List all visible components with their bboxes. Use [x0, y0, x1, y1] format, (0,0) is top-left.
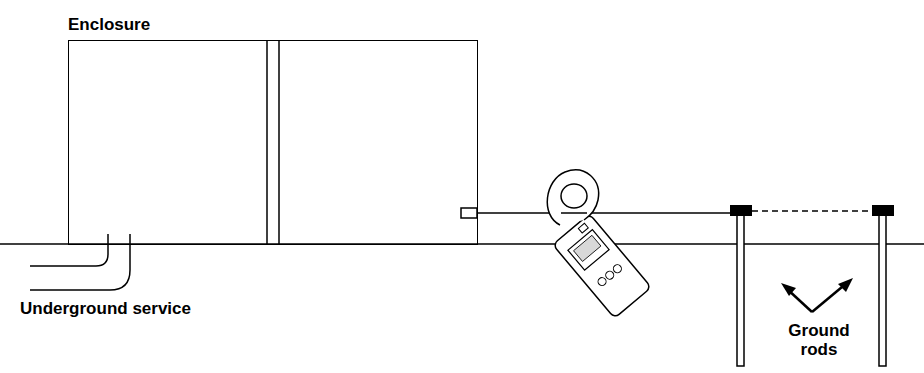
service-label: Underground service — [20, 300, 191, 319]
rods-label: Ground rods — [782, 322, 856, 359]
service-conduit — [30, 234, 130, 290]
enclosure-box: Enclosure — [68, 40, 478, 245]
enclosure-divider — [278, 40, 280, 244]
ground-lug — [461, 208, 477, 218]
arrow-head — [781, 283, 796, 296]
ground-rod — [737, 214, 744, 366]
service-conduit — [30, 234, 108, 266]
ground-wire — [477, 212, 732, 214]
rod-clamp — [730, 205, 752, 216]
rod-clamp — [872, 205, 894, 216]
ground-rod — [879, 214, 886, 366]
enclosure-title: Enclosure — [68, 15, 150, 35]
rod-link — [752, 210, 874, 212]
arrow-head — [838, 278, 853, 292]
enclosure-divider — [266, 40, 268, 244]
clamp-meter — [547, 170, 651, 318]
pointer-arrows — [786, 282, 848, 312]
